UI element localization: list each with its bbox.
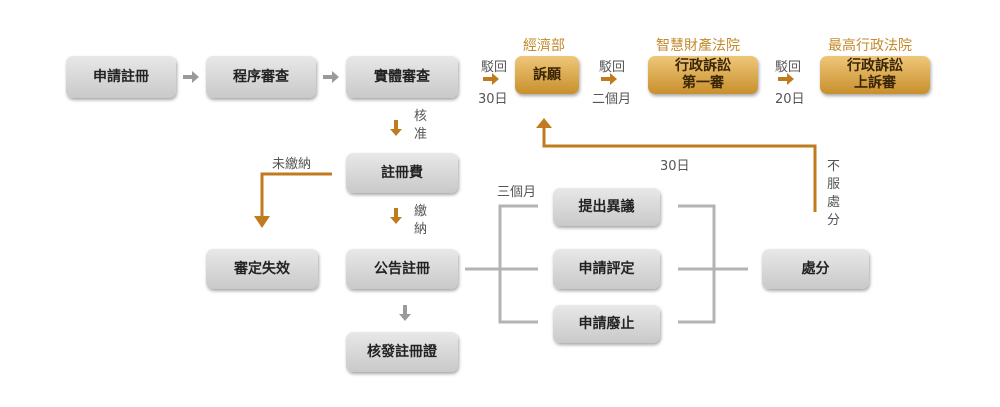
orange-arrow-down-icon — [389, 120, 403, 140]
paid-char-2: 納 — [414, 222, 428, 237]
petition-box: 訴願 — [515, 56, 579, 94]
paid-char-1: 繳 — [414, 204, 428, 219]
not-accept-label: 不 服 處 分 — [827, 158, 843, 230]
review-invalid-label: 審定失效 — [234, 260, 290, 277]
reject-label-2: 駁回 — [599, 60, 626, 75]
apply-register-label: 申請註冊 — [93, 68, 149, 85]
admin-appeal-box: 行政訴訟 上訴審 — [820, 56, 930, 94]
arrow-right-icon — [323, 69, 339, 88]
approved-label: 核 准 — [414, 108, 430, 144]
admin-first-box: 行政訴訟 第一審 — [648, 56, 758, 94]
admin-first-line2: 第一審 — [682, 75, 724, 91]
apply-revoke-label: 申請廢止 — [578, 315, 635, 332]
not-accept-char-2: 服 — [827, 177, 841, 192]
formal-review-box: 程序審查 — [206, 56, 316, 98]
orange-arrow-right-icon — [778, 71, 794, 90]
apply-revoke-box: 申請廢止 — [553, 305, 660, 343]
review-invalid-box: 審定失效 — [206, 249, 318, 289]
issue-certificate-box: 核發註冊證 — [346, 332, 458, 372]
disposition-label: 處分 — [801, 260, 830, 277]
supreme-admin-court-label: 最高行政法院 — [828, 38, 912, 54]
approved-char-2: 准 — [414, 127, 428, 142]
issue-certificate-label: 核發註冊證 — [367, 343, 437, 360]
days-30-return-label: 30日 — [660, 159, 690, 174]
admin-first-line1: 行政訴訟 — [675, 58, 731, 74]
admin-appeal-line1: 行政訴訟 — [847, 58, 903, 74]
not-accept-char-3: 處 — [827, 195, 841, 210]
orange-arrow-right-icon — [601, 71, 617, 90]
orange-arrow-down-icon — [389, 208, 403, 228]
publish-register-label: 公告註冊 — [374, 260, 430, 277]
two-months-label: 二個月 — [592, 92, 632, 107]
arrow-down-icon — [398, 305, 412, 325]
three-months-label: 三個月 — [497, 185, 537, 200]
petition-label: 訴願 — [533, 66, 561, 83]
paid-label: 繳 納 — [414, 203, 430, 239]
unpaid-label: 未繳納 — [272, 157, 312, 172]
not-accept-char-1: 不 — [827, 159, 841, 174]
apply-review-box: 申請評定 — [553, 249, 660, 289]
substantive-review-box: 實體審查 — [346, 56, 458, 98]
substantive-review-label: 實體審查 — [374, 68, 430, 85]
reject-label-3: 駁回 — [775, 60, 802, 75]
file-opposition-label: 提出異議 — [578, 198, 635, 215]
arrow-right-icon — [183, 69, 199, 88]
days-20-label: 20日 — [775, 92, 805, 107]
registration-fee-label: 註冊費 — [381, 164, 423, 181]
reject-label-1: 駁回 — [481, 60, 508, 75]
days-30-label: 30日 — [478, 92, 508, 107]
approved-char-1: 核 — [414, 109, 428, 124]
file-opposition-box: 提出異議 — [553, 188, 660, 226]
apply-review-label: 申請評定 — [578, 260, 635, 277]
orange-arrow-right-icon — [483, 71, 499, 90]
not-accept-char-4: 分 — [827, 213, 841, 228]
economic-ministry-label: 經濟部 — [523, 38, 565, 54]
admin-appeal-line2: 上訴審 — [854, 75, 896, 91]
apply-register-box: 申請註冊 — [66, 56, 176, 98]
disposition-box: 處分 — [762, 249, 869, 289]
registration-fee-box: 註冊費 — [346, 153, 458, 193]
publish-register-box: 公告註冊 — [346, 249, 458, 289]
ip-court-label: 智慧財產法院 — [656, 38, 740, 54]
formal-review-label: 程序審查 — [233, 68, 289, 85]
